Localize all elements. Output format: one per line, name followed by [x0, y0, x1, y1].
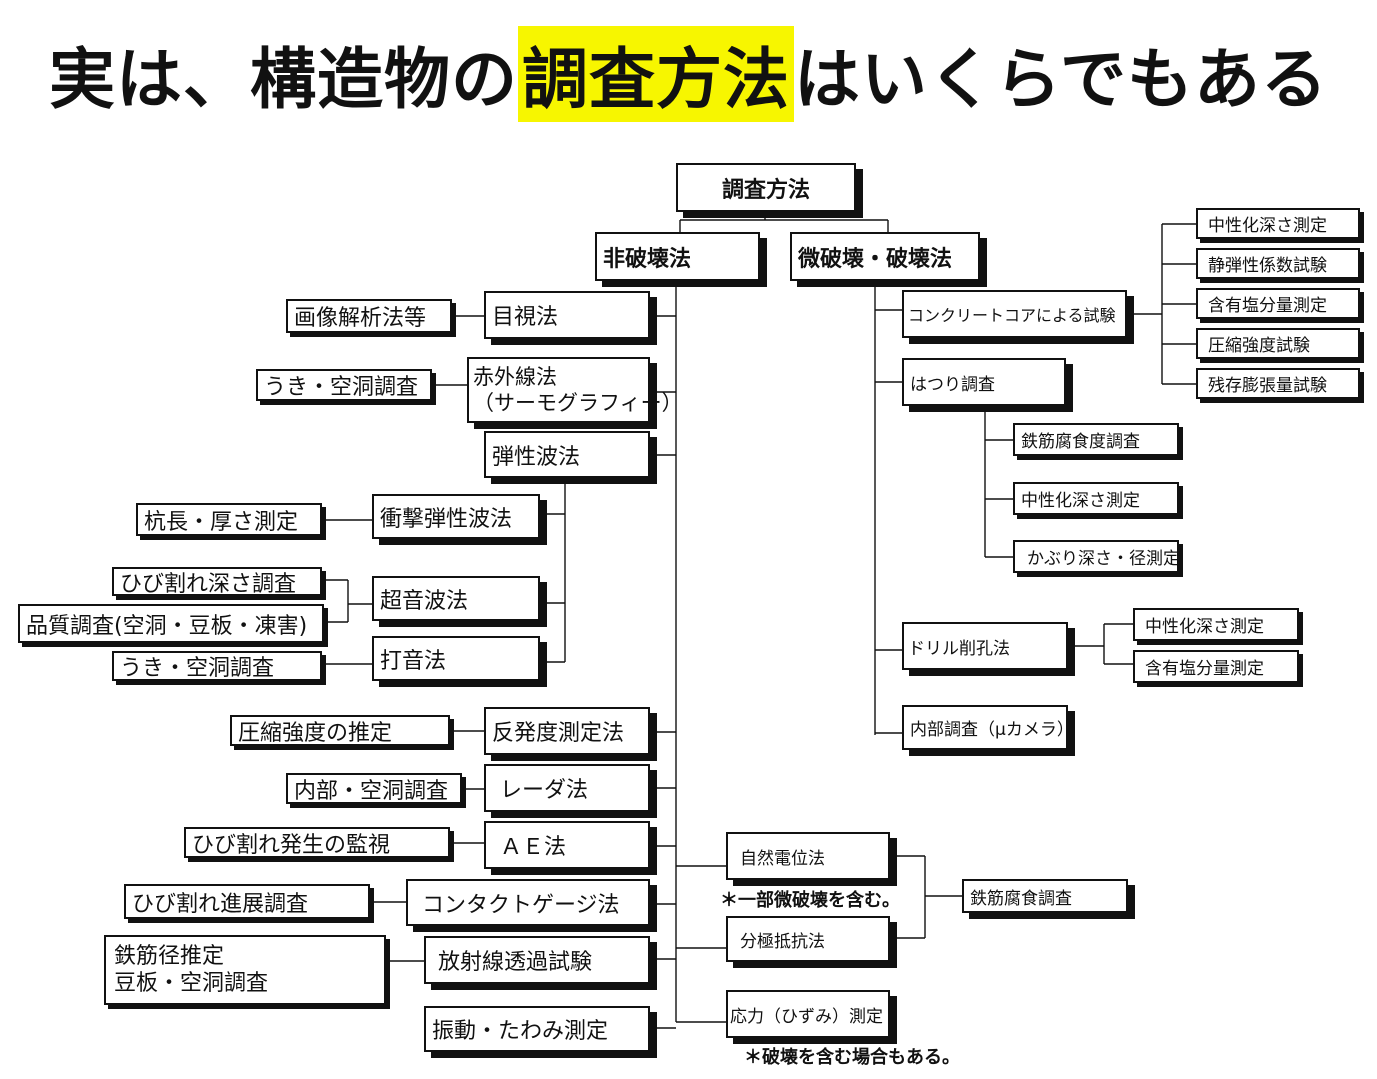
- node-rebar-diameter-line-1: 鉄筋径推定: [114, 943, 225, 969]
- branch-destructive: 微破壊・破壊法: [790, 232, 980, 281]
- node-crack-progress: ひび割れ進展調査: [124, 884, 370, 919]
- node-residual-expansion: 残存膨張量試験: [1196, 368, 1360, 399]
- node-hammering: 打音法: [372, 636, 540, 681]
- node-chipping: はつり調査: [902, 358, 1066, 406]
- node-crack-depth: ひび割れ深さ調査: [112, 567, 322, 597]
- node-ultrasonic: 超音波法: [372, 576, 540, 621]
- node-core-test: コンクリートコアによる試験: [902, 290, 1127, 338]
- node-pile-length: 杭長・厚さ測定: [136, 503, 322, 536]
- node-image-analysis: 画像解析法等: [286, 299, 452, 333]
- node-radar: レーダ法: [484, 764, 650, 812]
- node-compressive-estimate: 圧縮強度の推定: [230, 715, 450, 746]
- note-destructive-case: ＊破壊を含む場合もある。: [744, 1047, 960, 1068]
- node-contact-gauge: コンタクトゲージ法: [406, 879, 650, 926]
- page-title: 実は、構造物の調査方法はいくらでもある: [0, 26, 1377, 122]
- node-drill: ドリル削孔法: [902, 622, 1068, 670]
- node-elastic-modulus: 静弾性係数試験: [1196, 248, 1360, 279]
- node-rebar-corrosion-degree: 鉄筋腐食度調査: [1013, 423, 1179, 456]
- node-natural-potential: 自然電位法: [726, 832, 890, 880]
- node-quality: 品質調査(空洞・豆板・凍害): [18, 604, 324, 643]
- node-rebar-corrosion: 鉄筋腐食調査: [962, 879, 1128, 913]
- note-partial-destructive: ＊一部微破壊を含む。: [720, 890, 900, 911]
- node-chloride-2: 含有塩分量測定: [1133, 650, 1299, 683]
- node-rebound: 反発度測定法: [484, 707, 650, 755]
- node-rebar-diameter-line-2: 豆板・空洞調査: [114, 971, 269, 996]
- node-polarization: 分極抵抗法: [726, 916, 890, 962]
- node-chloride-1: 含有塩分量測定: [1196, 288, 1360, 319]
- node-crack-monitor: ひび割れ発生の監視: [184, 827, 450, 858]
- root-node: 調査方法: [676, 163, 856, 212]
- node-radiography: 放射線透過試験: [424, 936, 650, 984]
- node-stress: 応力（ひずみ）測定: [726, 990, 890, 1038]
- node-vibration: 振動・たわみ測定: [424, 1006, 650, 1052]
- node-visual: 目視法: [484, 291, 650, 339]
- node-infrared: 赤外線法 （サーモグラフィー）: [467, 357, 683, 423]
- node-impact-elastic: 衝撃弾性波法: [372, 494, 540, 539]
- node-internal-void: 内部・空洞調査: [286, 773, 462, 804]
- node-cover-depth: かぶり深さ・径測定: [1013, 540, 1180, 573]
- node-carbonation-2: 中性化深さ測定: [1013, 482, 1179, 515]
- title-part-2: はいくらでもある: [793, 41, 1329, 118]
- title-part-1: 実は、構造物の: [48, 41, 518, 118]
- title-highlight: 調査方法: [517, 26, 794, 122]
- node-internal-camera: 内部調査（μカメラ）: [902, 705, 1074, 750]
- node-infrared-line-1: 赤外線法: [473, 364, 557, 389]
- node-elastic-wave: 弾性波法: [484, 431, 650, 478]
- branch-nondestructive: 非破壊法: [595, 232, 760, 281]
- node-rebar-diameter: 鉄筋径推定 豆板・空洞調査: [104, 935, 386, 1005]
- node-float-void-2: うき・空洞調査: [112, 651, 322, 681]
- node-ae: ＡＥ法: [484, 821, 650, 869]
- node-float-void-1: うき・空洞調査: [256, 369, 432, 401]
- node-carbonation-3: 中性化深さ測定: [1133, 608, 1299, 641]
- node-compressive-test: 圧縮強度試験: [1196, 328, 1360, 359]
- node-infrared-line-2: （サーモグラフィー）: [473, 391, 683, 415]
- node-carbonation-1: 中性化深さ測定: [1196, 208, 1360, 239]
